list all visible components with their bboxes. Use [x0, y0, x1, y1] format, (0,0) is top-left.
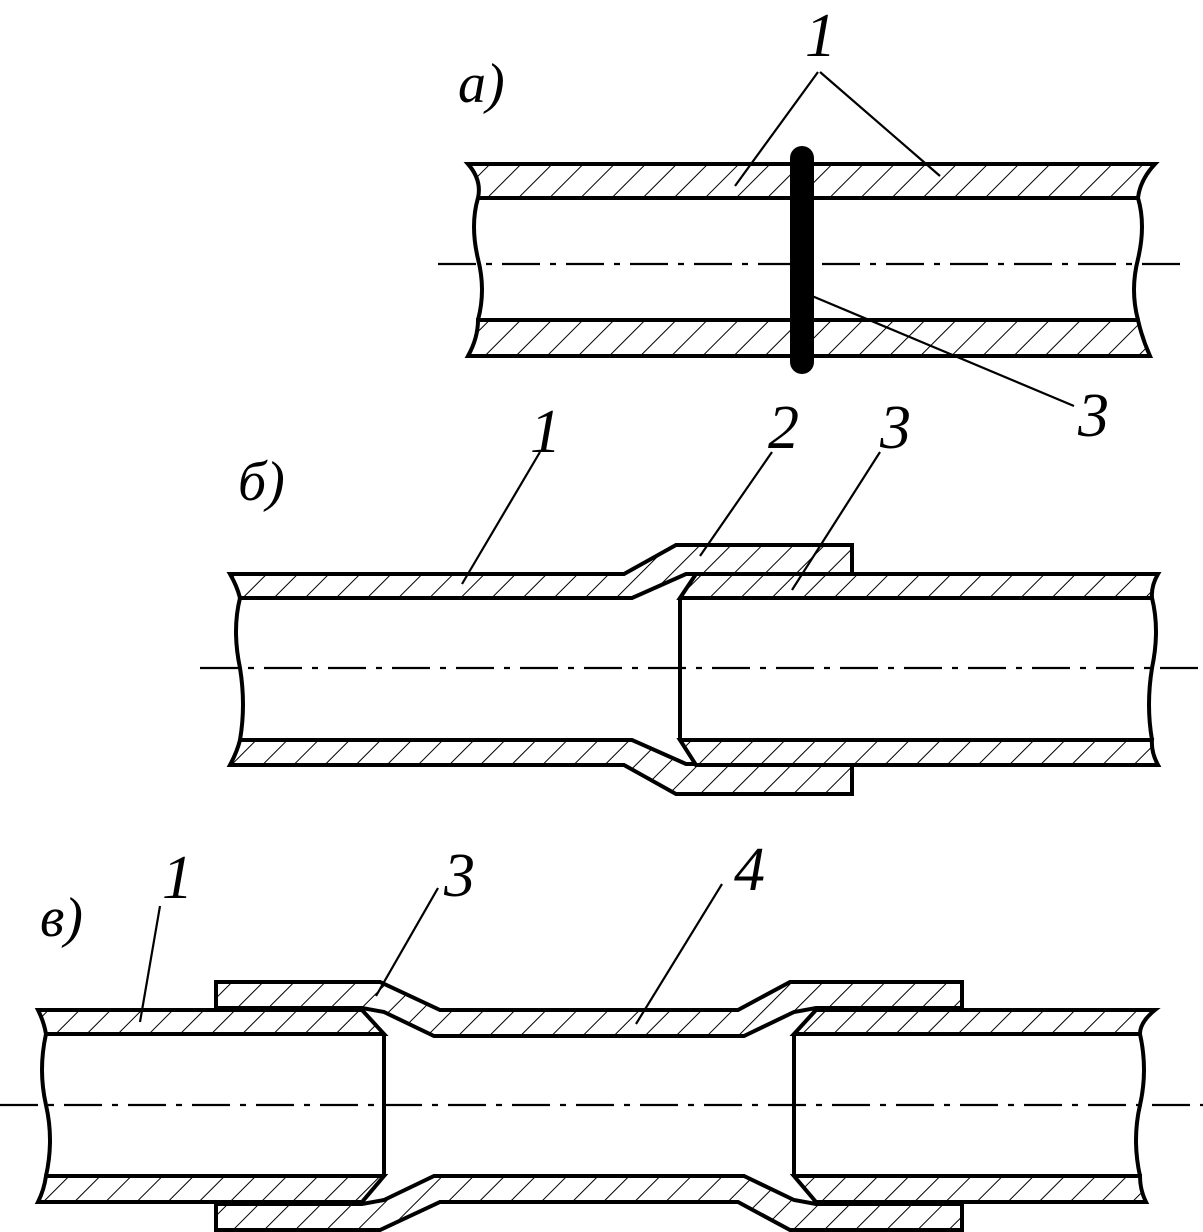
panel-v-leader-1 [138, 905, 162, 1023]
panel-b-callout-3: 3 [879, 394, 911, 462]
panel-b-callout-1: 1 [530, 398, 561, 466]
panel-v-pipe-left-top-wall [34, 1008, 389, 1036]
panel-a-label: а) [458, 53, 505, 115]
panel-b-label: б) [238, 451, 285, 513]
panel-v-label: в) [40, 887, 83, 949]
panel-v-leader-4 [635, 883, 723, 1025]
panel-b-left-break [234, 597, 245, 741]
panel-a: а) 1 3 [438, 2, 1180, 450]
panel-b-leader-1 [461, 451, 541, 585]
panel-b-right-break [1147, 597, 1158, 741]
panel-a-leader-1a [734, 71, 819, 187]
panel-v-left-break [40, 1033, 52, 1177]
panel-v-pipe-left-bottom-wall [34, 1174, 389, 1204]
panel-v-pipe-right-top-wall [789, 1008, 1161, 1036]
panel-v-callout-1: 1 [162, 844, 193, 912]
panel-v-callout-3: 3 [443, 842, 475, 910]
panel-b-callout-2: 2 [768, 394, 799, 462]
panel-b: б) 1 2 3 [200, 394, 1203, 796]
panel-b-pipe2-bottom-wall [676, 738, 1162, 767]
panel-v: в) 1 3 4 [0, 836, 1203, 1232]
panel-a-callout-3: 3 [1077, 382, 1109, 450]
panel-b-leader-2 [699, 451, 773, 557]
panel-a-callout-1: 1 [805, 2, 836, 70]
panel-a-right-break [1132, 197, 1144, 321]
panel-b-pipe1-top-wall [226, 543, 854, 600]
panel-v-coupling-bottom-wall [214, 1174, 964, 1232]
panel-v-coupling-top-wall [214, 980, 964, 1038]
panel-v-leader-3 [375, 887, 439, 997]
panel-v-callout-4: 4 [734, 836, 765, 904]
panel-a-leader-3 [811, 294, 1075, 408]
panel-a-left-break [472, 197, 484, 321]
panel-b-leader-3 [791, 451, 881, 591]
panel-a-leader-1b [819, 71, 941, 177]
panel-b-pipe2-top-wall [676, 572, 1162, 600]
panel-v-pipe-right-bottom-wall [789, 1174, 1150, 1204]
